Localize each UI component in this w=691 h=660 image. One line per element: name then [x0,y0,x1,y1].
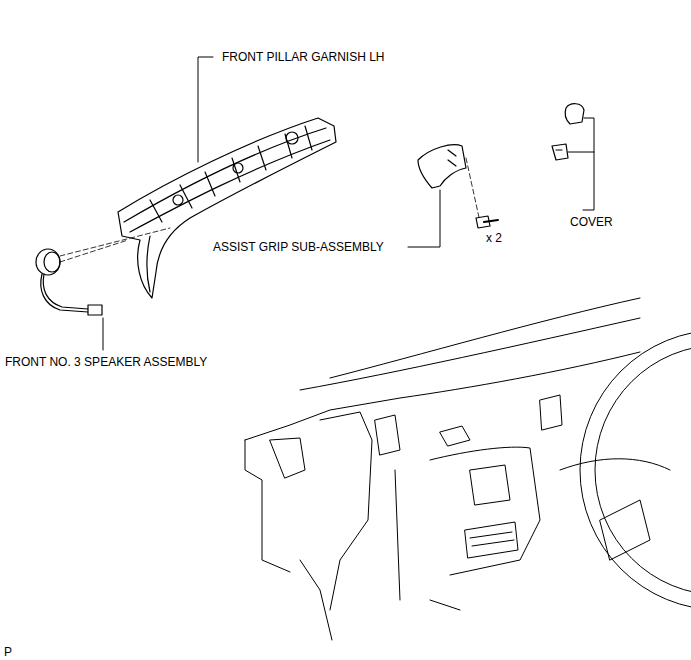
part-name: FRONT NO. 3 SPEAKER ASSEMBLY [4,355,208,369]
dashboard [245,298,691,640]
assist-grip [418,145,466,188]
part-name: COVER [569,215,614,229]
pillar-garnish [118,118,336,298]
figure-code: P [3,645,13,659]
part-name: ASSIST GRIP SUB-ASSEMBLY [212,240,385,254]
quantity-note: x 2 [485,231,503,245]
screw [476,216,498,228]
part-name: FRONT PILLAR GARNISH LH [221,50,385,64]
